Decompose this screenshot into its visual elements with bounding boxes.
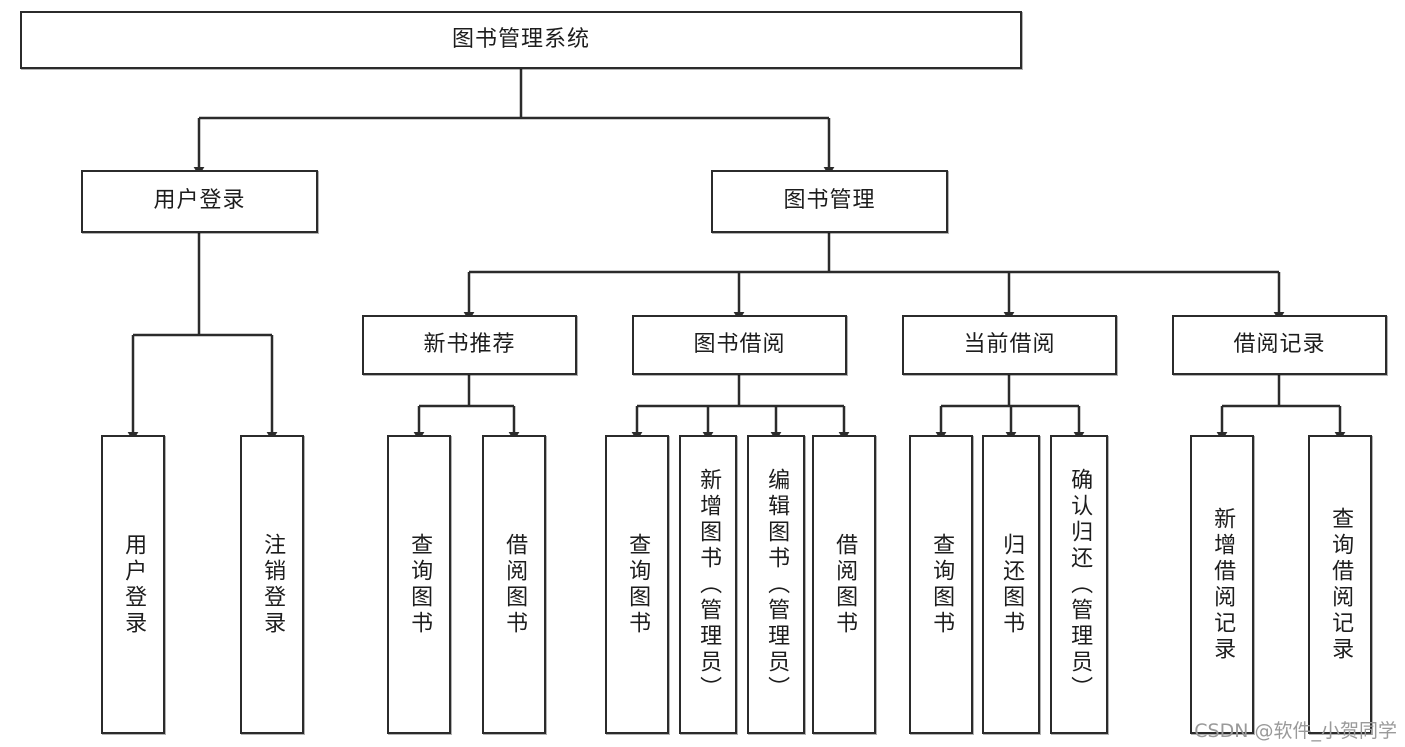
leaf-add-borrow-record[interactable]: 新增借阅记录 [1190,435,1254,734]
leaf-user-login[interactable]: 用户登录 [101,435,165,734]
leaf-query-borrow-record[interactable]: 查询借阅记录 [1308,435,1372,734]
node-borrow-record[interactable]: 借阅记录 [1172,315,1387,375]
leaf-query-book-current[interactable]: 查询图书 [909,435,973,734]
leaf-return-book[interactable]: 归还图书 [982,435,1040,734]
leaf-query-book-borrow[interactable]: 查询图书 [605,435,669,734]
leaf-user-logout[interactable]: 注销登录 [240,435,304,734]
leaf-borrow-book-recommend[interactable]: 借阅图书 [482,435,546,734]
node-user-login[interactable]: 用户登录 [81,170,318,233]
node-book-manage[interactable]: 图书管理 [711,170,948,233]
leaf-borrow-book[interactable]: 借阅图书 [812,435,876,734]
node-book-borrow[interactable]: 图书借阅 [632,315,847,375]
leaf-add-book-admin[interactable]: 新增图书（管理员） [679,435,737,734]
csdn-watermark: CSDN @软件_小贺同学 [1194,720,1397,742]
node-root[interactable]: 图书管理系统 [20,11,1022,69]
node-current-borrow[interactable]: 当前借阅 [902,315,1117,375]
leaf-confirm-return-admin[interactable]: 确认归还（管理员） [1050,435,1108,734]
leaf-edit-book-admin[interactable]: 编辑图书（管理员） [747,435,805,734]
leaf-query-book-recommend[interactable]: 查询图书 [387,435,451,734]
node-new-book-recommend[interactable]: 新书推荐 [362,315,577,375]
